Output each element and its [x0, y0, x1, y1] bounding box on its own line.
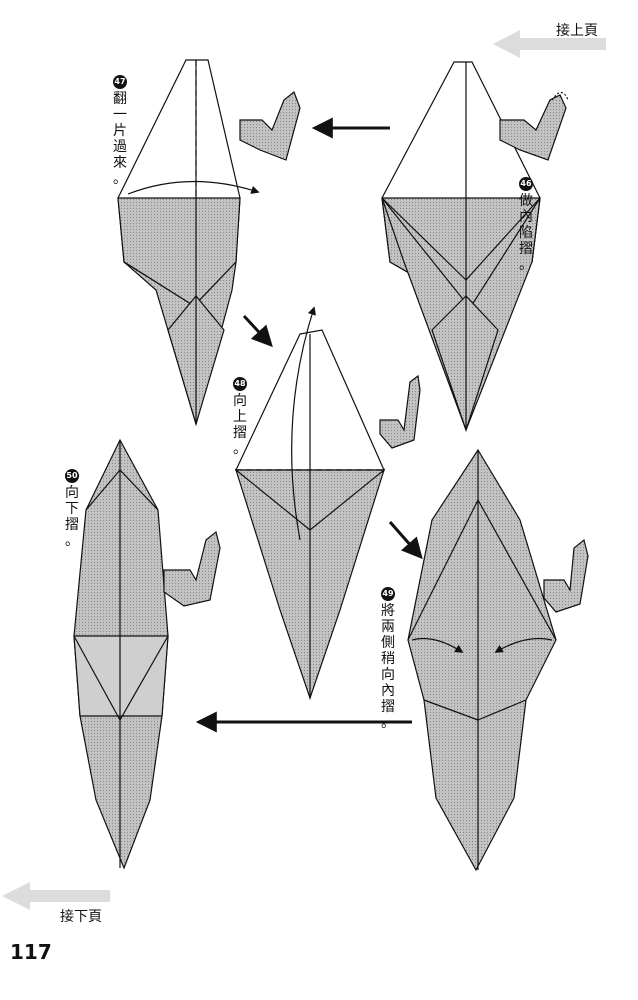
next-page-label: 接下頁 [60, 909, 102, 925]
figure-step-46 [381, 61, 569, 432]
step-48-caption: 48 向 上 摺 。 [232, 374, 248, 457]
step-47-char: 一 [113, 107, 127, 123]
step-46-char: 內 [519, 209, 533, 225]
step-49-char: 。 [381, 715, 395, 731]
step-50-char: 向 [65, 485, 79, 501]
step-47-char: 過 [113, 139, 127, 155]
step-48-number: 48 [233, 377, 247, 391]
step-50-char: 下 [65, 501, 79, 517]
arrow-48-to-49 [388, 521, 423, 560]
step-48-char: 摺 [233, 425, 247, 441]
step-47-char: 片 [113, 123, 127, 139]
step-49-caption: 49 將 兩 側 稍 向 內 摺 。 [380, 584, 396, 731]
step-47-char: 來 [113, 155, 127, 171]
step-47-char: 翻 [113, 91, 127, 107]
next-page-arrow [2, 882, 110, 910]
step-48-char: 向 [233, 393, 247, 409]
step-46-char: 。 [519, 257, 533, 273]
step-50-char: 。 [65, 533, 79, 549]
figure-step-50 [73, 438, 221, 870]
step-49-char: 稍 [381, 651, 395, 667]
figure-step-47 [117, 59, 301, 427]
figure-step-49 [407, 448, 589, 872]
step-50-caption: 50 向 下 摺 。 [64, 466, 80, 549]
prev-page-arrow [493, 30, 606, 58]
step-46-caption: 46 做 內 陷 摺 。 [518, 174, 534, 273]
step-49-char: 兩 [381, 619, 395, 635]
prev-page-label: 接上頁 [556, 23, 598, 39]
figure-step-48 [234, 306, 421, 701]
page-number: 117 [10, 940, 52, 964]
step-46-char: 陷 [519, 225, 533, 241]
step-50-char: 摺 [65, 517, 79, 533]
step-48-char: 。 [233, 441, 247, 457]
step-50-number: 50 [65, 469, 79, 483]
step-49-char: 內 [381, 683, 395, 699]
step-49-char: 將 [381, 603, 395, 619]
step-49-char: 側 [381, 635, 395, 651]
step-46-number: 46 [519, 177, 533, 191]
step-47-char: 。 [113, 171, 127, 187]
step-47-number: 47 [113, 75, 127, 89]
step-49-char: 摺 [381, 699, 395, 715]
arrow-47-to-48 [242, 314, 273, 348]
step-46-char: 摺 [519, 241, 533, 257]
step-47-caption: 47 翻 一 片 過 來 。 [112, 72, 128, 187]
step-46-char: 做 [519, 193, 533, 209]
step-48-char: 上 [233, 409, 247, 425]
step-49-char: 向 [381, 667, 395, 683]
step-49-number: 49 [381, 587, 395, 601]
